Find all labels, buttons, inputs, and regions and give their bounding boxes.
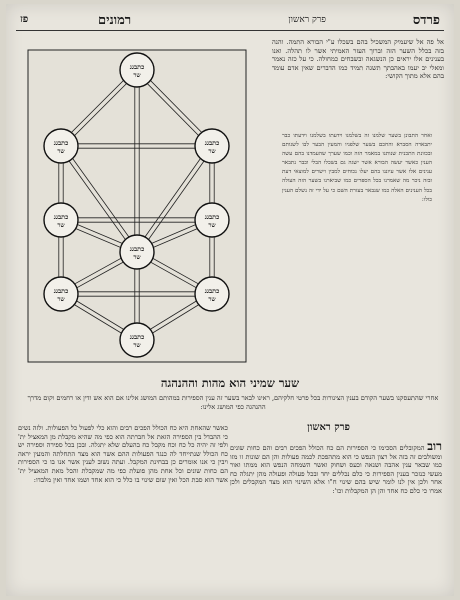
gate-intro: אחרי שהתעסקנו בשער הקודם בענין הצינורות … [27,394,439,411]
tree-channel [58,147,136,254]
header-rule [16,30,444,31]
sefira-label: שר [208,148,216,155]
chapter-title: פרק ראשון [307,422,350,433]
sefira-label: כתבגג [54,287,69,295]
running-head-subtitle: רמונים [98,13,132,28]
sefira-circle [43,128,79,164]
sefira-circle [119,322,155,358]
sefira-circle [194,128,230,164]
sefira-label: כתבגג [130,333,145,341]
tree-channel [134,144,211,251]
sefira-label: כתבגג [130,245,145,253]
body-column-right: רוב המקובלים הסכימו כי הספירות הם כח הכו… [230,442,442,592]
sefira-circle [43,202,79,238]
sefira-label: שר [208,296,216,303]
sefira-circle [194,202,230,238]
sefira-circle [119,52,155,88]
book-page: פרדס פרק ראשון רמונים פז אל פה אל שיעמיק… [6,4,454,596]
running-head-chapter: פרק ראשון [288,15,326,25]
sefira-label: כתבגג [130,63,145,71]
running-head-title: פרדס [412,13,440,28]
body-column-left: כאשר שהאחת היא כח הכולל הפכים רבים והוא … [18,424,228,592]
gate-title: שער שמיני הוא מהות וההנהגה [160,376,300,390]
middle-right-paragraph: ואחר התבונן בשער שלמנו זה בשלמנו וידעתו … [282,132,432,322]
sefira-label: כתבגג [54,213,69,221]
sefira-label: שר [133,254,141,261]
top-right-paragraph: אל פה אל שיעמיק המשכיל בהם בשכלו ע"י הבו… [272,38,444,118]
sefira-label: שר [57,296,65,303]
sefira-label: כתבגג [54,139,69,147]
top-right-text: אל פה אל שיעמיק המשכיל בהם בשכלו ע"י הבו… [272,38,444,81]
tree-channel [138,147,215,254]
body-right-text: המקובלים הסכימו כי הספירות הם כח הכולל ה… [230,444,442,495]
sefirot-tree-diagram: כתבגגשרכתבגגשרכתבגגשרכתבגגשרכתבגגשרכתבגג… [27,49,247,363]
page-number: פז [20,14,29,25]
tree-channel [138,68,214,145]
sefira-label: שר [57,148,65,155]
tree-channel [135,71,211,148]
sefira-circle [194,276,230,312]
tree-channel [62,71,139,148]
sefira-label: שר [133,342,141,349]
tree-channel [62,144,140,251]
body-right-paragraph: רוב המקובלים הסכימו כי הספירות הם כח הכו… [230,442,442,496]
sefira-circle [119,234,155,270]
sefira-label: שר [57,222,65,229]
body-left-text: כאשר שהאחת היא כח הכולל הפכים רבים והוא … [18,424,228,484]
sefira-label: שר [208,222,216,229]
lead-word: רוב [427,442,442,453]
middle-right-text: ואחר התבונן בשער שלמנו זה בשלמנו וידעתו … [282,133,432,203]
tree-channel [59,68,136,145]
sefira-circle [43,276,79,312]
sefira-label: כתבגג [205,213,220,221]
sefira-label: כתבגג [205,139,220,147]
sefira-label: כתבגג [205,287,220,295]
sefira-label: שר [133,72,141,79]
